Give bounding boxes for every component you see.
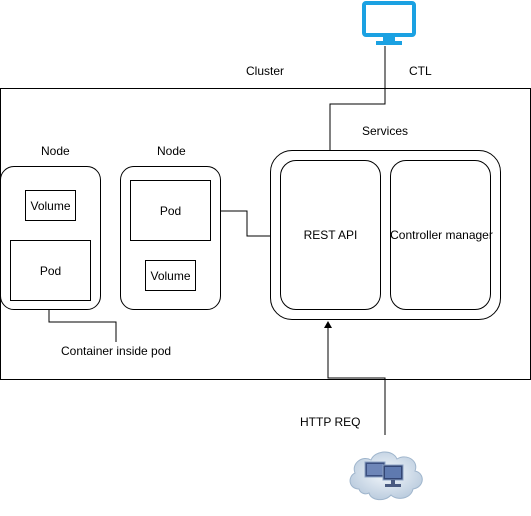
rest-api-label: REST API <box>303 228 358 242</box>
cluster-label: Cluster <box>246 64 285 78</box>
node1-volume-box: Volume <box>25 190 76 221</box>
node1-pod-label: Pod <box>39 263 62 278</box>
ctl-to-rest-api-arrow <box>326 46 386 157</box>
node1-title: Node <box>41 144 70 158</box>
node2-pod-label: Pod <box>159 203 182 218</box>
node1-volume-label: Volume <box>30 198 71 213</box>
node2-pod-box: Pod <box>130 180 211 241</box>
ctl-label: CTL <box>409 64 432 78</box>
rest-api-box: REST API <box>280 160 381 310</box>
http-req-label: HTTP REQ <box>300 415 361 429</box>
monitor-icon <box>362 1 416 47</box>
container-inside-pod-label: Container inside pod <box>61 344 172 358</box>
pod-to-services-link <box>210 210 271 237</box>
controller-manager-label: Controller manager <box>390 228 493 242</box>
node2-volume-box: Volume <box>145 260 196 291</box>
node2-volume-label: Volume <box>150 268 191 283</box>
container-to-pod-arrow <box>45 302 117 342</box>
node1-pod-box: Pod <box>10 240 91 301</box>
node2-title: Node <box>157 144 186 158</box>
cloud-computer-icon <box>345 445 425 503</box>
services-label: Services <box>362 124 409 138</box>
http-req-to-services-arrow <box>324 321 386 435</box>
controller-manager-box: Controller manager <box>390 160 493 310</box>
